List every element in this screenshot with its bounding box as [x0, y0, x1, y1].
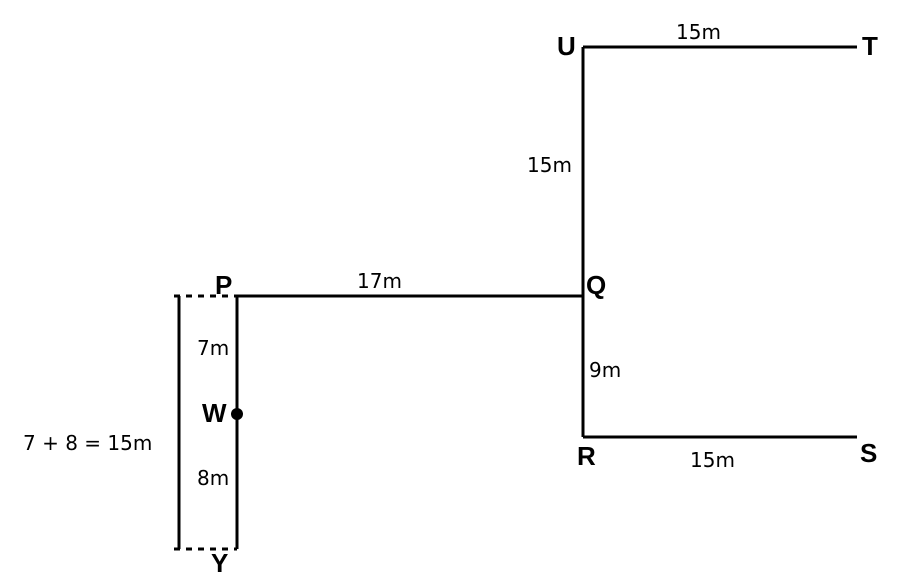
distance-label-wy: 8m — [197, 466, 229, 490]
distance-label-qr: 9m — [589, 358, 621, 382]
distance-label-pq: 17m — [357, 269, 402, 293]
point-label-s: S — [860, 438, 877, 468]
sum-label: 7 + 8 = 15m — [23, 431, 152, 455]
distance-label-ut: 15m — [676, 20, 721, 44]
distance-label-rs: 15m — [690, 448, 735, 472]
point-label-q: Q — [586, 270, 606, 300]
distance-label-qu: 15m — [527, 153, 572, 177]
point-label-w: W — [202, 398, 227, 428]
point-w-dot — [231, 408, 243, 420]
distance-label-pw: 7m — [197, 336, 229, 360]
point-label-u: U — [557, 31, 576, 61]
point-label-y: Y — [211, 548, 228, 578]
point-label-t: T — [862, 31, 878, 61]
point-label-r: R — [577, 441, 596, 471]
point-label-p: P — [215, 270, 232, 300]
